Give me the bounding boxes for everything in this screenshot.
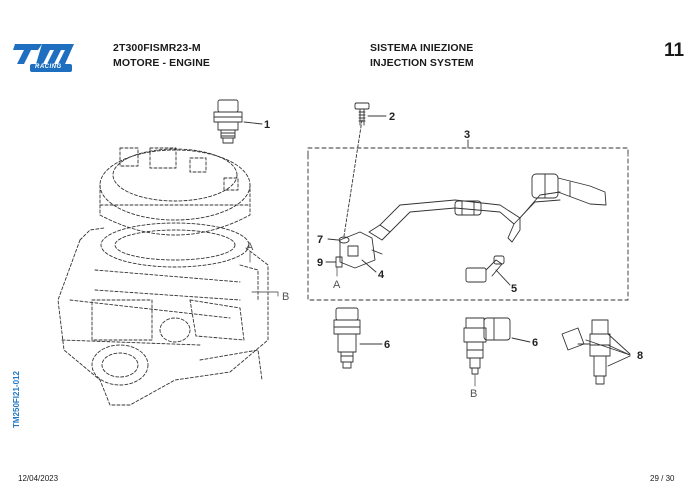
part-6-injector-left xyxy=(333,307,361,369)
callout-9: 9 xyxy=(317,257,323,269)
callout-7: 7 xyxy=(317,234,323,246)
part-8-injector-set xyxy=(561,319,611,385)
part-6-injector-right xyxy=(463,317,511,375)
part-4-bracket xyxy=(339,231,383,269)
part-7-washer xyxy=(338,236,350,244)
part-2-screw xyxy=(354,102,370,126)
callout-5: 5 xyxy=(511,283,517,295)
model-code: 2T300FISMR23-M xyxy=(113,42,201,54)
brand-racing-text: RACING xyxy=(35,64,62,70)
group-3-bracket xyxy=(307,147,629,301)
callout-3: 3 xyxy=(464,129,470,141)
fuel-hose-assembly xyxy=(368,173,607,243)
callout-6-left: 6 xyxy=(384,339,390,351)
ref-a-bracket: A xyxy=(333,279,341,291)
group-title: MOTORE - ENGINE xyxy=(113,57,210,69)
footer-date: 12/04/2023 xyxy=(18,474,59,483)
callout-6-right: 6 xyxy=(532,337,538,349)
ref-b-injector: B xyxy=(470,388,477,400)
brand-logo: RACING xyxy=(12,40,76,74)
part-5-fitting xyxy=(465,255,505,283)
callout-8: 8 xyxy=(637,350,643,362)
callout-1: 1 xyxy=(264,119,270,131)
engine-cylinder xyxy=(57,222,269,406)
callout-2: 2 xyxy=(389,111,395,123)
table-number: 11 xyxy=(664,40,685,61)
system-title-it: SISTEMA INIEZIONE xyxy=(370,42,474,54)
part-1-sensor xyxy=(213,99,243,144)
ref-b-engine: B xyxy=(282,291,289,303)
ref-a-engine: A xyxy=(246,241,254,253)
callout-4: 4 xyxy=(378,269,385,281)
cylinder-head xyxy=(99,147,251,236)
footer-page: 29 / 30 xyxy=(650,474,675,483)
system-title-en: INJECTION SYSTEM xyxy=(370,57,474,69)
tm-logo-icon xyxy=(13,44,74,72)
